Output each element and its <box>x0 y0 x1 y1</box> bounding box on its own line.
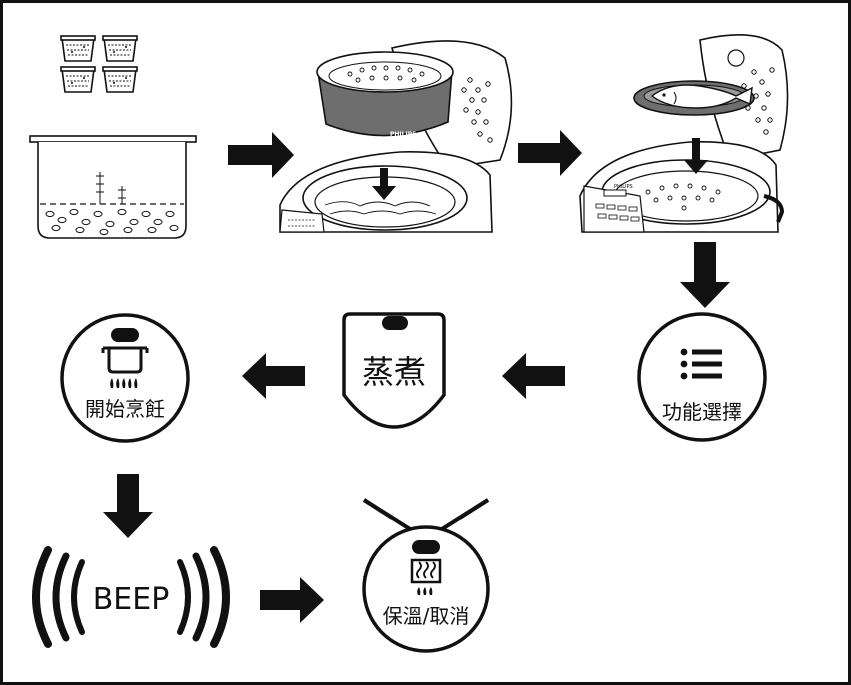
pot-with-flame-icon <box>101 346 149 388</box>
arrow-left-icon <box>502 353 565 399</box>
arrow-right-icon <box>518 130 582 176</box>
cooker-with-steam-basket-icon: PHILIPS <box>279 40 513 233</box>
steam-label: 蒸煮 <box>362 353 426 391</box>
arrow-down-icon <box>680 242 730 308</box>
keep-warm-cancel-label: 保溫/取消 <box>383 604 470 628</box>
arrow-right-icon <box>260 577 324 623</box>
cooker-with-fish-plate-icon: PHILIPS <box>579 34 789 233</box>
inner-pot-with-water-icon <box>29 135 197 239</box>
basket-brand-label: PHILIPS <box>390 131 416 138</box>
start-cooking-step: 開始烹飪 <box>60 313 190 443</box>
beep-sound-indicator: BEEP <box>32 546 230 648</box>
start-cooking-label: 開始烹飪 <box>85 397 165 421</box>
warm-pot-icon <box>410 558 442 595</box>
function-select-step: 功能選擇 <box>637 312 767 442</box>
arrow-left-icon <box>242 353 305 399</box>
arrow-down-icon <box>103 474 153 538</box>
arrow-right-icon <box>228 132 294 178</box>
steam-button-step: 蒸煮 <box>342 312 446 429</box>
keep-warm-cancel-step: 保溫/取消 <box>362 498 490 653</box>
cooker-brand-label: PHILIPS <box>614 184 633 190</box>
menu-list-icon <box>680 348 722 380</box>
function-select-label: 功能選擇 <box>662 400 742 424</box>
beep-label: BEEP <box>93 582 170 617</box>
